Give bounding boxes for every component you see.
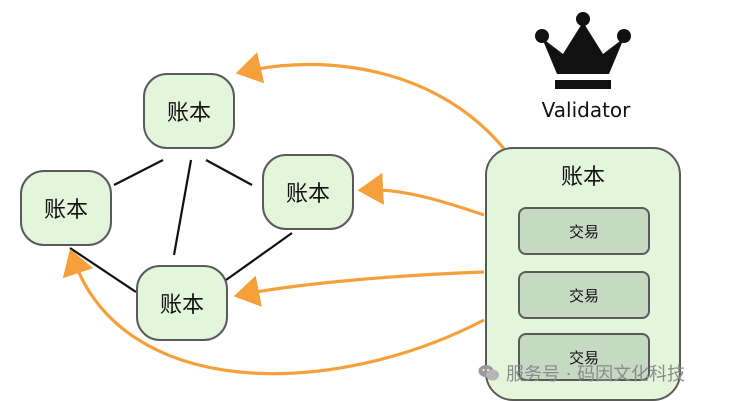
ledger-label: 账本 <box>285 182 330 207</box>
transaction-label: 交易 <box>568 286 599 305</box>
edge-top-right <box>205 159 253 186</box>
ledger-label: 账本 <box>43 198 88 223</box>
validator-ledger: 账本 交易 交易 交易 <box>485 147 681 401</box>
watermark-text: 服务号 · 码因文化科技 <box>506 364 686 385</box>
ledger-label: 账本 <box>159 293 204 318</box>
edge-right-bottom <box>225 232 293 281</box>
transaction-item: 交易 <box>518 333 650 381</box>
arrow-to-top-ledger <box>235 52 507 152</box>
ledger-node-right: 账本 <box>262 154 354 230</box>
ledger-node-top: 账本 <box>143 73 235 149</box>
ledger-label: 账本 <box>166 101 211 126</box>
edge-left-bottom <box>69 247 137 293</box>
ledger-node-left: 账本 <box>20 170 112 246</box>
arrow-to-left-ledger <box>62 248 485 376</box>
transaction-item: 交易 <box>518 207 650 255</box>
arrow-to-right-ledger <box>357 172 485 217</box>
transaction-label: 交易 <box>568 222 599 241</box>
ledger-node-bottom: 账本 <box>136 265 228 341</box>
edge-top-left <box>113 159 164 186</box>
transaction-label: 交易 <box>568 348 599 367</box>
validator-ledger-title: 账本 <box>560 165 605 190</box>
watermark: 服务号 · 码因文化科技 <box>478 360 685 386</box>
edge-top-bottom <box>172 159 193 256</box>
arrow-to-bottom-ledger <box>233 270 485 307</box>
wechat-icon <box>478 365 499 381</box>
validator-label: Validator <box>541 98 631 122</box>
transaction-item: 交易 <box>518 271 650 319</box>
crown-icon <box>535 12 631 89</box>
